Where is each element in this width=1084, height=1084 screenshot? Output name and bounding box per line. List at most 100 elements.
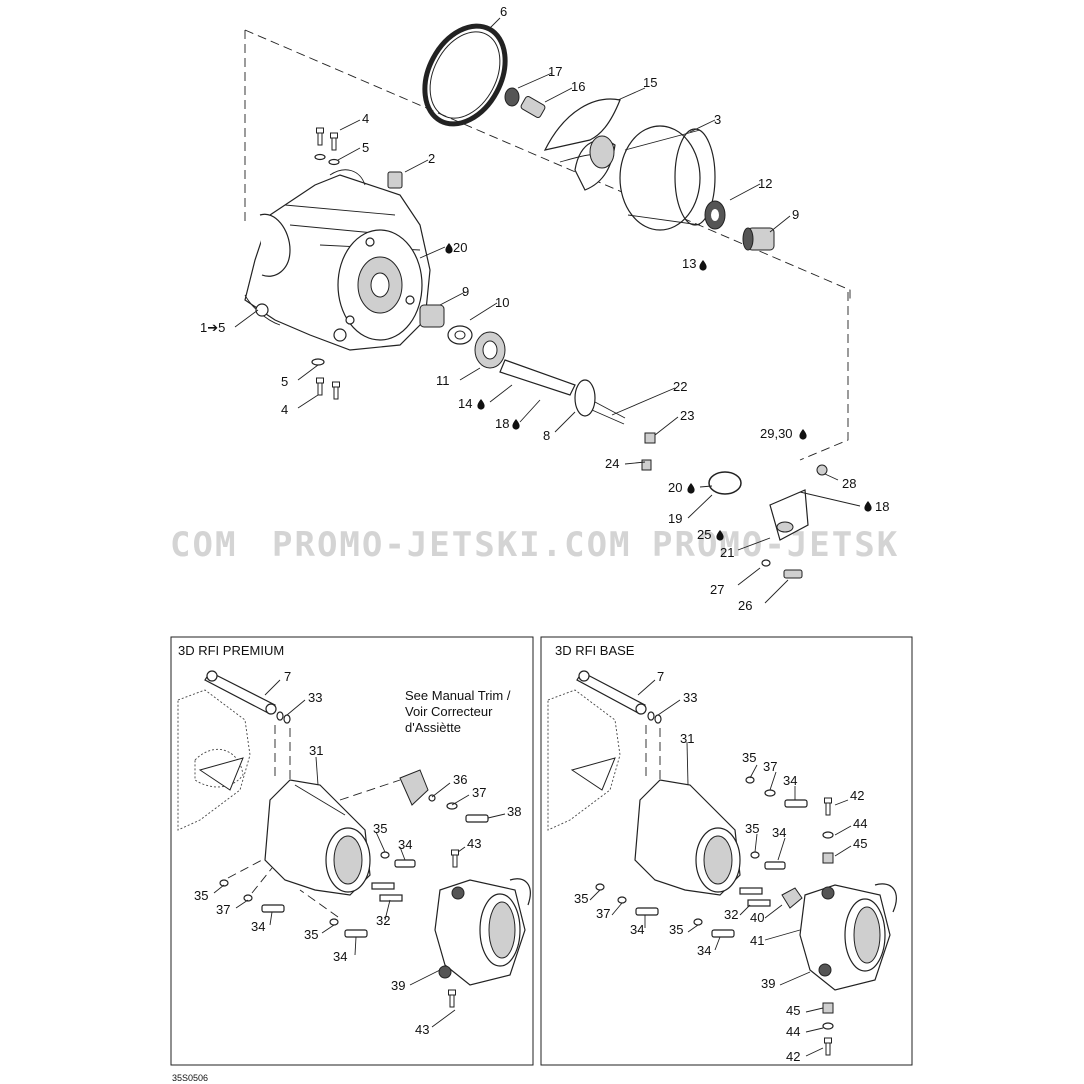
callout-8: 8 bbox=[543, 428, 550, 443]
callout-1-to-5: 1➔5 bbox=[200, 320, 225, 335]
bearing-right bbox=[742, 227, 775, 251]
callout-17: 17 bbox=[548, 64, 562, 79]
premium-panel: 3D RFI PREMIUM bbox=[170, 636, 534, 1066]
premium-callout-34-right: 34 bbox=[398, 837, 412, 852]
premium-callout-43-top: 43 bbox=[467, 836, 481, 851]
lubricant-drop-icon bbox=[477, 399, 485, 410]
base-callout-40: 40 bbox=[750, 910, 764, 925]
callout-18-cone: 18 bbox=[875, 499, 889, 514]
callout-4-top: 4 bbox=[362, 111, 369, 126]
callout-16: 16 bbox=[571, 79, 585, 94]
pump-shaft bbox=[499, 359, 626, 425]
base-callout-34-mid: 34 bbox=[772, 825, 786, 840]
watermark-right: PROMO-JETSK bbox=[652, 525, 899, 565]
premium-callout-34-left: 34 bbox=[251, 919, 265, 934]
trim-bracket bbox=[399, 769, 429, 806]
callout-9-left: 9 bbox=[462, 284, 469, 299]
group-boundary-top bbox=[244, 29, 851, 300]
trim-rod bbox=[204, 670, 277, 715]
base-callout-44-bottom: 44 bbox=[786, 1024, 800, 1039]
venturi-nozzle bbox=[634, 779, 741, 896]
lubricant-drop-icon bbox=[512, 419, 520, 430]
callout-28: 28 bbox=[842, 476, 856, 491]
lubricant-drop-icon bbox=[799, 429, 807, 440]
premium-callout-37-top: 37 bbox=[472, 785, 486, 800]
base-callout-37-left: 37 bbox=[596, 906, 610, 921]
base-callout-35-top: 35 bbox=[742, 750, 756, 765]
trim-rod bbox=[576, 670, 647, 715]
group-boundary-right bbox=[799, 292, 849, 461]
top-exploded-view bbox=[234, 17, 861, 604]
callout-3: 3 bbox=[714, 112, 721, 127]
base-callout-44-top: 44 bbox=[853, 816, 867, 831]
premium-callout-35-right: 35 bbox=[373, 821, 387, 836]
premium-callout-37-left: 37 bbox=[216, 902, 230, 917]
callout-26: 26 bbox=[738, 598, 752, 613]
callout-5-bottom: 5 bbox=[281, 374, 288, 389]
base-panel: 3D RFI BASE bbox=[540, 636, 913, 1066]
callout-20-housing: 20 bbox=[453, 240, 467, 255]
premium-callout-7: 7 bbox=[284, 669, 291, 684]
base-callout-41: 41 bbox=[750, 933, 764, 948]
callout-27: 27 bbox=[710, 582, 724, 597]
plug bbox=[641, 459, 652, 471]
premium-callout-32: 32 bbox=[376, 913, 390, 928]
callout-6: 6 bbox=[500, 4, 507, 19]
venturi-nozzle bbox=[264, 779, 371, 896]
callout-29-30: 29,30 bbox=[760, 426, 793, 441]
base-callout-35-bottom: 35 bbox=[669, 922, 683, 937]
impeller bbox=[543, 98, 621, 191]
callout-9-right: 9 bbox=[792, 207, 799, 222]
manual-trim-note-line-3: d'Assiètte bbox=[405, 720, 461, 735]
lubricant-drop-icon bbox=[699, 260, 707, 271]
base-callout-34-top: 34 bbox=[783, 773, 797, 788]
premium-callout-34-bottom: 34 bbox=[333, 949, 347, 964]
premium-callout-43-bottom: 43 bbox=[415, 1022, 429, 1037]
bushing bbox=[504, 87, 546, 118]
base-callout-42-bottom: 42 bbox=[786, 1049, 800, 1064]
premium-callout-33: 33 bbox=[308, 690, 322, 705]
premium-callout-36: 36 bbox=[453, 772, 467, 787]
clip bbox=[387, 171, 403, 189]
premium-callout-35-left: 35 bbox=[194, 888, 208, 903]
wear-ring bbox=[619, 125, 716, 231]
base-panel-frame bbox=[540, 636, 913, 1066]
callout-14: 14 bbox=[458, 396, 472, 411]
callout-18-shaft: 18 bbox=[495, 416, 509, 431]
nut bbox=[644, 432, 656, 444]
callout-21: 21 bbox=[720, 545, 734, 560]
base-callout-31: 31 bbox=[680, 731, 694, 746]
lubricant-drop-icon bbox=[445, 243, 453, 254]
callout-15: 15 bbox=[643, 75, 657, 90]
base-callout-7: 7 bbox=[657, 669, 664, 684]
base-panel-title: 3D RFI BASE bbox=[555, 643, 635, 658]
callout-13: 13 bbox=[682, 256, 696, 271]
base-callout-34-bottom: 34 bbox=[697, 943, 711, 958]
callout-2: 2 bbox=[428, 151, 435, 166]
callout-10: 10 bbox=[495, 295, 509, 310]
callout-19: 19 bbox=[668, 511, 682, 526]
lubricant-drop-icon bbox=[864, 501, 872, 512]
pump-cone bbox=[769, 489, 809, 541]
callout-22: 22 bbox=[673, 379, 687, 394]
wear-ring-seal bbox=[422, 23, 508, 127]
base-callout-32: 32 bbox=[724, 907, 738, 922]
base-callout-39: 39 bbox=[761, 976, 775, 991]
base-callout-45-top: 45 bbox=[853, 836, 867, 851]
premium-callout-38: 38 bbox=[507, 804, 521, 819]
callout-25: 25 bbox=[697, 527, 711, 542]
manual-trim-note-line-2: Voir Correcteur bbox=[405, 704, 493, 719]
manual-trim-note-line-1: See Manual Trim / bbox=[405, 688, 511, 703]
callout-4-bottom: 4 bbox=[281, 402, 288, 417]
callout-20-oring: 20 bbox=[668, 480, 682, 495]
base-callout-42-top: 42 bbox=[850, 788, 864, 803]
premium-callout-31: 31 bbox=[309, 743, 323, 758]
o-ring bbox=[708, 471, 742, 495]
base-callout-45-bottom: 45 bbox=[786, 1003, 800, 1018]
watermark-left: COM bbox=[170, 525, 237, 565]
base-callout-33: 33 bbox=[683, 690, 697, 705]
base-callout-35-left: 35 bbox=[574, 891, 588, 906]
steering-nozzle bbox=[434, 878, 531, 986]
steering-nozzle bbox=[799, 883, 897, 991]
